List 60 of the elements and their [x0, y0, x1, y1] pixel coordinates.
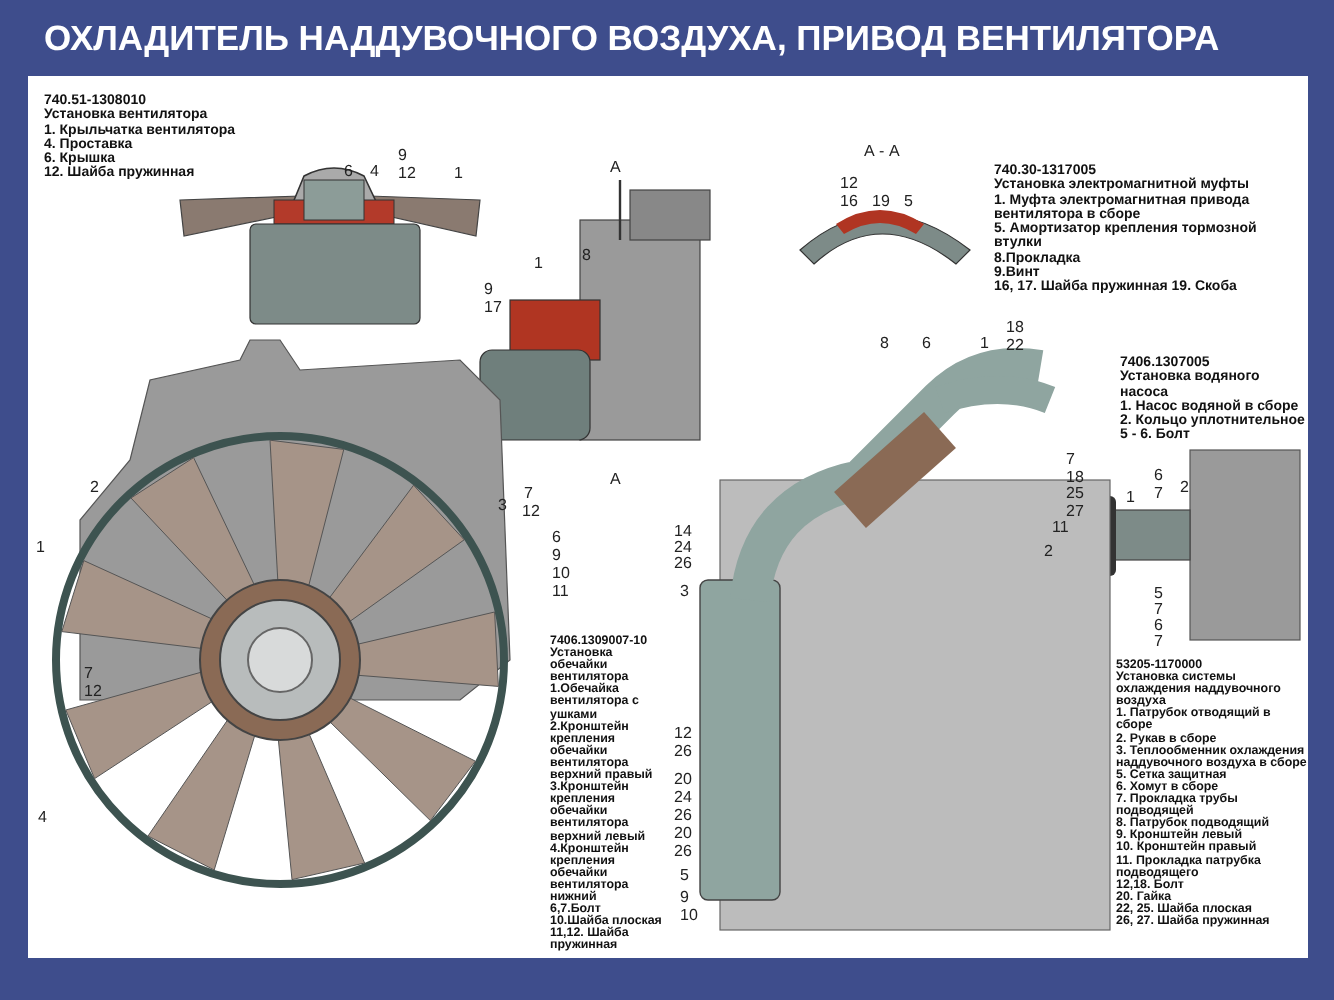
callout-number: 7 — [1154, 602, 1163, 618]
callout-number: 9 — [484, 282, 493, 298]
callout-number: 26 — [674, 556, 692, 572]
callout-number: 26 — [674, 808, 692, 824]
callout-number: 1 — [534, 256, 543, 272]
section-label: А — [610, 160, 621, 176]
callout-number: 6 — [1154, 468, 1163, 484]
callout-number: 6 — [552, 530, 561, 546]
callout-number: 24 — [674, 540, 692, 556]
callout-number: 10 — [680, 908, 698, 924]
callout-number: 26 — [674, 844, 692, 860]
callout-number: 16 — [840, 194, 858, 210]
callout-number: 20 — [674, 826, 692, 842]
callout-number: 18 — [1006, 320, 1024, 336]
callout-number: 14 — [674, 524, 692, 540]
callout-number: 12 — [674, 726, 692, 742]
callout-number: 18 — [1066, 470, 1084, 486]
title: ОХЛАДИТЕЛЬ НАДДУВОЧНОГО ВОЗДУХА, ПРИВОД ВЕНТИЛЯТОРА — [44, 18, 1220, 60]
callout-number: 9 — [680, 890, 689, 906]
callout-number: 5 — [904, 194, 913, 210]
callout-number: 7 — [84, 666, 93, 682]
callout-number: 9 — [398, 148, 407, 164]
callout-number: 3 — [680, 584, 689, 600]
callout-number: 1 — [1126, 490, 1135, 506]
callout-number: 22 — [1006, 338, 1024, 354]
callout-number: 9 — [552, 548, 561, 564]
callout-number: 7 — [1154, 486, 1163, 502]
callout-number: 12 — [84, 684, 102, 700]
callout-number: 2 — [1180, 480, 1189, 496]
callout-number: 2 — [1044, 544, 1053, 560]
callout-number: 10 — [552, 566, 570, 582]
callout-number: 20 — [674, 772, 692, 788]
section-label: А - А — [864, 144, 900, 160]
callout-number: 7 — [1154, 634, 1163, 650]
callout-number: 17 — [484, 300, 502, 316]
callout-number: 11 — [552, 584, 569, 600]
callout-number: 1 — [36, 540, 45, 556]
callout-number: 26 — [674, 744, 692, 760]
callout-number: 24 — [674, 790, 692, 806]
callout-number: 25 — [1066, 486, 1084, 502]
callout-number: 6 — [922, 336, 931, 352]
callout-number: 5 — [1154, 586, 1163, 602]
callout-number: 2 — [90, 480, 99, 496]
callout-number: 1 — [454, 166, 463, 182]
section-label: А — [610, 472, 621, 488]
callout-number: 12 — [398, 166, 416, 182]
callout-number: 7 — [1066, 452, 1075, 468]
callout-number: 8 — [880, 336, 889, 352]
callout-number: 8 — [582, 248, 591, 264]
callout-number: 12 — [840, 176, 858, 192]
callout-number: 12 — [522, 504, 540, 520]
callout-number: 27 — [1066, 504, 1084, 520]
callout-number: 4 — [370, 164, 379, 180]
callout-number: 5 — [680, 868, 689, 884]
callout-number: 7 — [524, 486, 533, 502]
callout-number: 6 — [1154, 618, 1163, 634]
callout-number: 1 — [980, 336, 989, 352]
callout-number: 19 — [872, 194, 890, 210]
callout-number: 4 — [38, 810, 47, 826]
callout-number: 11 — [1052, 520, 1069, 536]
